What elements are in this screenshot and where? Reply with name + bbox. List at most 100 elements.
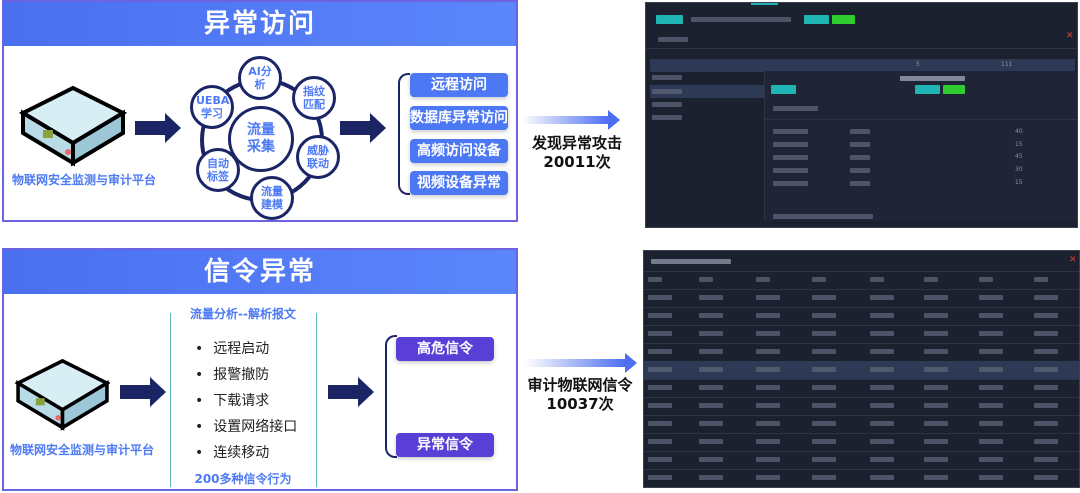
blurred-cell <box>870 457 894 462</box>
blurred-cell <box>812 295 836 300</box>
blurred-cell <box>924 349 948 354</box>
blurred-cell <box>648 331 672 336</box>
blurred-cell <box>979 385 1003 390</box>
blurred-cell <box>870 313 894 318</box>
brace <box>398 73 410 195</box>
blurred-cell <box>699 349 723 354</box>
blurred-cell <box>699 313 723 318</box>
blurred-cell <box>870 421 894 426</box>
blurred-cell <box>812 331 836 336</box>
row-divider <box>644 415 1079 416</box>
blurred-cell <box>699 367 723 372</box>
output-high-risk-signal: 高危信令 <box>396 337 494 361</box>
blurred-cell <box>648 421 672 426</box>
blurred-cell <box>924 277 938 282</box>
blurred-cell <box>870 403 894 408</box>
blurred-cell <box>812 277 826 282</box>
center-circle: 流量采集 <box>228 106 294 172</box>
blurred-cell <box>756 295 780 300</box>
blurred-cell <box>648 457 672 462</box>
gradient-arrow-icon <box>525 353 637 373</box>
close-icon[interactable]: ✕ <box>1069 255 1077 265</box>
blurred-cell <box>1034 385 1058 390</box>
blurred-cell <box>812 313 836 318</box>
blurred-cell <box>924 367 948 372</box>
blurred-cell <box>870 475 894 480</box>
blurred-cell <box>648 349 672 354</box>
ring-node: 流量建模 <box>250 176 294 220</box>
blurred-cell <box>1034 295 1058 300</box>
blurred-cell <box>812 457 836 462</box>
blurred-cell <box>756 475 780 480</box>
blurred-cell <box>756 277 770 282</box>
output-db-abnormal: 数据库异常访问 <box>410 106 508 130</box>
blurred-cell <box>648 295 672 300</box>
blurred-cell <box>1034 421 1058 426</box>
blurred-cell <box>648 277 662 282</box>
blurred-cell <box>870 277 884 282</box>
blurred-cell <box>812 439 836 444</box>
stat-label: 审计物联网信令 <box>527 376 633 394</box>
blurred-cell <box>924 457 948 462</box>
behavior-item: 设置网络接口 <box>195 416 297 436</box>
ring-node: UEBA学习 <box>190 85 234 129</box>
blurred-cell <box>699 475 723 480</box>
gradient-arrow-icon <box>522 110 620 130</box>
device-label: 物联网安全监测与审计平台 <box>10 443 155 457</box>
behavior-item: 连续移动 <box>195 442 269 462</box>
stat-value: 10037次 <box>546 395 614 413</box>
divider <box>316 313 317 487</box>
blurred-cell <box>924 475 948 480</box>
row-divider <box>644 343 1079 344</box>
blurred-cell <box>924 421 948 426</box>
ring-node: 威胁联动 <box>296 135 340 179</box>
blurred-cell <box>812 349 836 354</box>
blurred-cell <box>756 439 780 444</box>
ring-node: AI分析 <box>238 56 282 100</box>
blurred-cell <box>979 457 1003 462</box>
ring-node: 指纹匹配 <box>292 76 336 120</box>
blurred-cell <box>979 439 1003 444</box>
blurred-cell <box>648 367 672 372</box>
blurred-cell <box>699 403 723 408</box>
blurred-cell <box>924 385 948 390</box>
blurred-cell <box>979 313 1003 318</box>
blurred-cell <box>648 475 672 480</box>
signal-screenshot: ✕ <box>643 250 1080 488</box>
blurred-cell <box>1034 367 1058 372</box>
blurred-cell <box>924 331 948 336</box>
brace <box>385 335 397 458</box>
row-divider <box>644 397 1079 398</box>
blurred-cell <box>979 475 1003 480</box>
blurred-cell <box>756 331 780 336</box>
blurred-cell <box>756 313 780 318</box>
close-icon[interactable]: ✕ <box>1066 31 1074 41</box>
panel-title: 信令异常 <box>4 250 516 294</box>
blurred-cell <box>756 421 780 426</box>
blurred-cell <box>648 313 672 318</box>
blurred-cell <box>924 295 948 300</box>
row-divider <box>644 487 1079 488</box>
output-high-freq: 高频访问设备 <box>410 139 508 163</box>
blurred-cell <box>979 421 1003 426</box>
blurred-cell <box>1034 403 1058 408</box>
row-divider <box>644 325 1079 326</box>
panel-title: 异常访问 <box>4 2 516 46</box>
row-divider <box>644 433 1079 434</box>
behavior-item: 远程启动 <box>195 338 269 358</box>
arrow-icon <box>340 113 386 143</box>
blurred-cell <box>1034 277 1048 282</box>
blurred-cell <box>979 349 1003 354</box>
blurred-cell <box>870 331 894 336</box>
blurred-cell <box>979 403 1003 408</box>
blurred-cell <box>756 457 780 462</box>
blurred-cell <box>979 367 1003 372</box>
output-remote-access: 远程访问 <box>410 73 508 97</box>
ring-node: 自动标签 <box>196 148 240 192</box>
blurred-cell <box>1034 457 1058 462</box>
blurred-cell <box>648 439 672 444</box>
divider <box>170 313 171 487</box>
blurred-cell <box>812 403 836 408</box>
blurred-cell <box>924 403 948 408</box>
row-divider <box>644 379 1079 380</box>
